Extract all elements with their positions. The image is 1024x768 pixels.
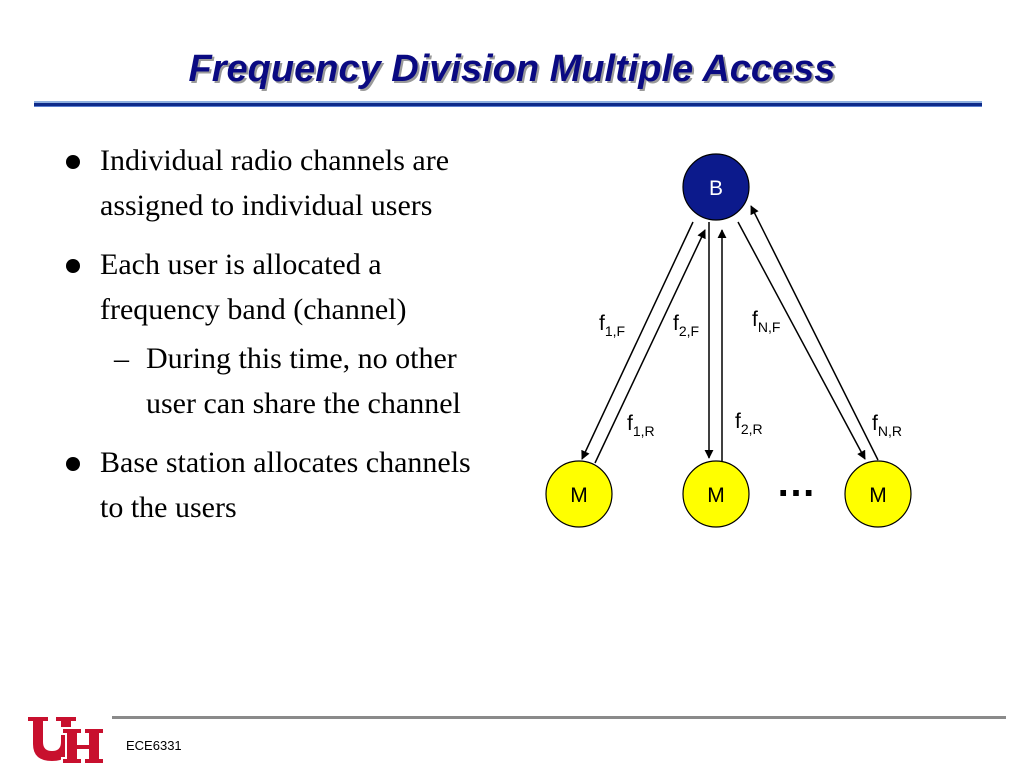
footer-course-code: ECE6331	[126, 738, 182, 753]
sub-bullet-dash: –	[114, 342, 129, 375]
freq-label-n-reverse: fN,R	[872, 412, 902, 439]
freq-label-n-forward: fN,F	[752, 308, 780, 335]
bullet-list: Individual radio channels are assigned t…	[60, 138, 500, 544]
slide-title: Frequency Division Multiple Access	[188, 48, 836, 90]
bullet-item: Each user is allocated a frequency band …	[60, 242, 500, 332]
mobile-label: M	[869, 484, 887, 507]
sub-bullet-item: – During this time, no other user can sh…	[100, 336, 500, 426]
sub-bullet-text: During this time, no other user can shar…	[146, 342, 461, 420]
uh-logo	[26, 715, 105, 765]
mobile-label: M	[707, 484, 725, 507]
freq-label-1-reverse: f1,R	[627, 412, 655, 439]
bullet-text: Base station allocates channels to the u…	[100, 446, 471, 524]
reverse-link-1	[594, 229, 706, 464]
bullet-text: Individual radio channels are assigned t…	[100, 144, 450, 222]
mobile-node	[682, 460, 750, 528]
bullet-item: Individual radio channels are assigned t…	[60, 138, 500, 228]
footer-divider	[112, 716, 1006, 719]
reverse-link-n	[750, 205, 879, 461]
freq-label-2-forward: f2,F	[673, 312, 699, 339]
ellipsis-label: …	[776, 461, 816, 505]
bullet-dot-icon	[66, 457, 80, 471]
mobile-label: M	[570, 484, 588, 507]
bullet-dot-icon	[66, 259, 80, 273]
base-station-node	[682, 153, 750, 221]
forward-link-n	[737, 221, 866, 460]
mobile-node	[545, 460, 613, 528]
bullet-item: Base station allocates channels to the u…	[60, 440, 500, 530]
mobile-node	[844, 460, 912, 528]
title-divider	[34, 101, 982, 107]
bullet-dot-icon	[66, 155, 80, 169]
freq-label-1-forward: f1,F	[599, 312, 625, 339]
base-station-label: B	[709, 177, 723, 200]
bullet-text: Each user is allocated a frequency band …	[100, 248, 407, 326]
forward-link-1	[581, 221, 694, 460]
freq-label-2-reverse: f2,R	[735, 410, 763, 437]
